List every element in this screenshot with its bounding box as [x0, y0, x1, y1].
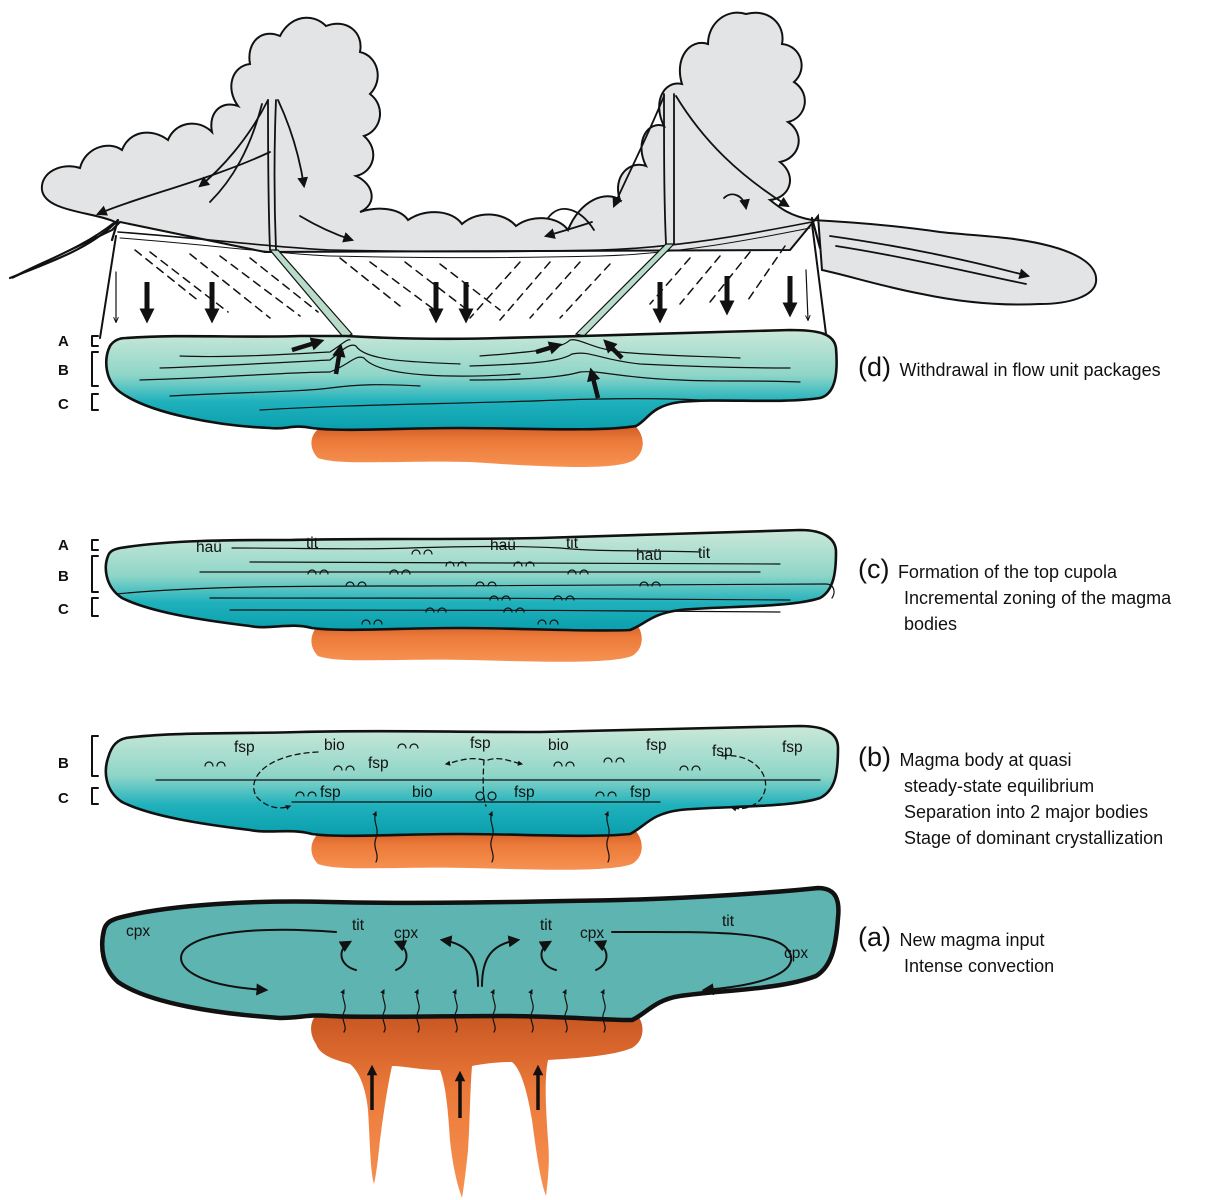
stage-letter: (d): [858, 352, 891, 382]
stage-letter: (b): [858, 742, 891, 772]
mineral-label-tit: tit: [566, 535, 579, 552]
mineral-label-cpx: cpx: [784, 945, 808, 962]
mineral-label-tit: tit: [698, 545, 711, 562]
mineral-label-hau: haü: [196, 539, 222, 556]
panel-b: fsp bio fsp fsp bio fsp fsp fsp fsp bio …: [58, 726, 1163, 870]
mineral-label-tit: tit: [306, 535, 319, 552]
mineral-label-fsp: fsp: [782, 739, 803, 756]
zone-label-b: B: [58, 568, 69, 585]
zone-label-a: A: [58, 333, 69, 350]
zone-label-b: B: [58, 755, 69, 772]
panel-d: A B C (d) Withdrawal in flow unit packag…: [10, 13, 1161, 467]
zone-bracket-c: [92, 394, 98, 410]
mineral-label-bio: bio: [412, 784, 433, 801]
stage-text: Magma body at quasi: [899, 750, 1071, 770]
zone-bracket-c: [92, 598, 98, 616]
mineral-label-cpx: cpx: [394, 925, 418, 942]
conduit-left: [270, 250, 352, 338]
zone-label-c: C: [58, 396, 69, 413]
zone-bracket-c: [92, 788, 98, 804]
left-crater-rim: [10, 220, 118, 278]
mineral-label-tit: tit: [722, 913, 735, 930]
zone-bracket-b: [92, 352, 98, 386]
fault-left: [100, 236, 116, 338]
stage-text: Formation of the top cupola: [898, 562, 1118, 582]
thin-subsidence-arrows: [116, 270, 808, 322]
mineral-label-hau: haü: [636, 547, 662, 564]
stage-text: Separation into 2 major bodies: [904, 802, 1148, 822]
mineral-label-hau: haü: [490, 537, 516, 554]
panel-a: cpx tit cpx tit cpx tit cpx (a) New magm…: [102, 888, 1054, 1198]
stage-letter: (a): [858, 922, 891, 952]
subsidence-arrows: [147, 276, 790, 316]
mineral-label-fsp: fsp: [368, 755, 389, 772]
stage-text: Intense convection: [904, 956, 1054, 976]
stage-text: bodies: [904, 614, 957, 634]
mineral-label-fsp: fsp: [234, 739, 255, 756]
mineral-label-tit: tit: [540, 917, 553, 934]
zone-label-c: C: [58, 601, 69, 618]
mineral-label-fsp: fsp: [470, 735, 491, 752]
zone-label-c: C: [58, 790, 69, 807]
stage-text: New magma input: [899, 930, 1044, 950]
stage-label-c: (c) Formation of the top cupola: [858, 554, 1118, 584]
mineral-label-tit: tit: [352, 917, 365, 934]
stage-label-b: (b) Magma body at quasi: [858, 742, 1072, 772]
stage-label-a: (a) New magma input: [858, 922, 1045, 952]
stage-text: Incremental zoning of the magma: [904, 588, 1172, 608]
zone-bracket-b: [92, 556, 98, 592]
mineral-label-fsp: fsp: [514, 784, 535, 801]
stage-letter: (c): [858, 554, 889, 584]
stage-label-d: (d) Withdrawal in flow unit packages: [858, 352, 1161, 382]
zone-label-a: A: [58, 537, 69, 554]
zone-bracket-a: [92, 540, 98, 550]
stage-text: steady-state equilibrium: [904, 776, 1094, 796]
zone-bracket-a: [92, 336, 98, 346]
zone-bracket-b: [92, 736, 98, 776]
mineral-label-bio: bio: [548, 737, 569, 754]
mineral-label-fsp: fsp: [712, 743, 733, 760]
mineral-label-cpx: cpx: [126, 923, 150, 940]
stage-text: Withdrawal in flow unit packages: [899, 360, 1160, 380]
ash-cloud: [12, 13, 1096, 305]
mineral-label-fsp: fsp: [630, 784, 651, 801]
mineral-label-fsp: fsp: [320, 784, 341, 801]
mineral-label-cpx: cpx: [580, 925, 604, 942]
zone-label-b: B: [58, 362, 69, 379]
hot-magma-a: [311, 1006, 642, 1198]
mineral-label-bio: bio: [324, 737, 345, 754]
stage-text: Stage of dominant crystallization: [904, 828, 1163, 848]
panel-c: haü tit haü tit haü tit A B C (c) Format…: [58, 530, 1172, 662]
mineral-label-fsp: fsp: [646, 737, 667, 754]
